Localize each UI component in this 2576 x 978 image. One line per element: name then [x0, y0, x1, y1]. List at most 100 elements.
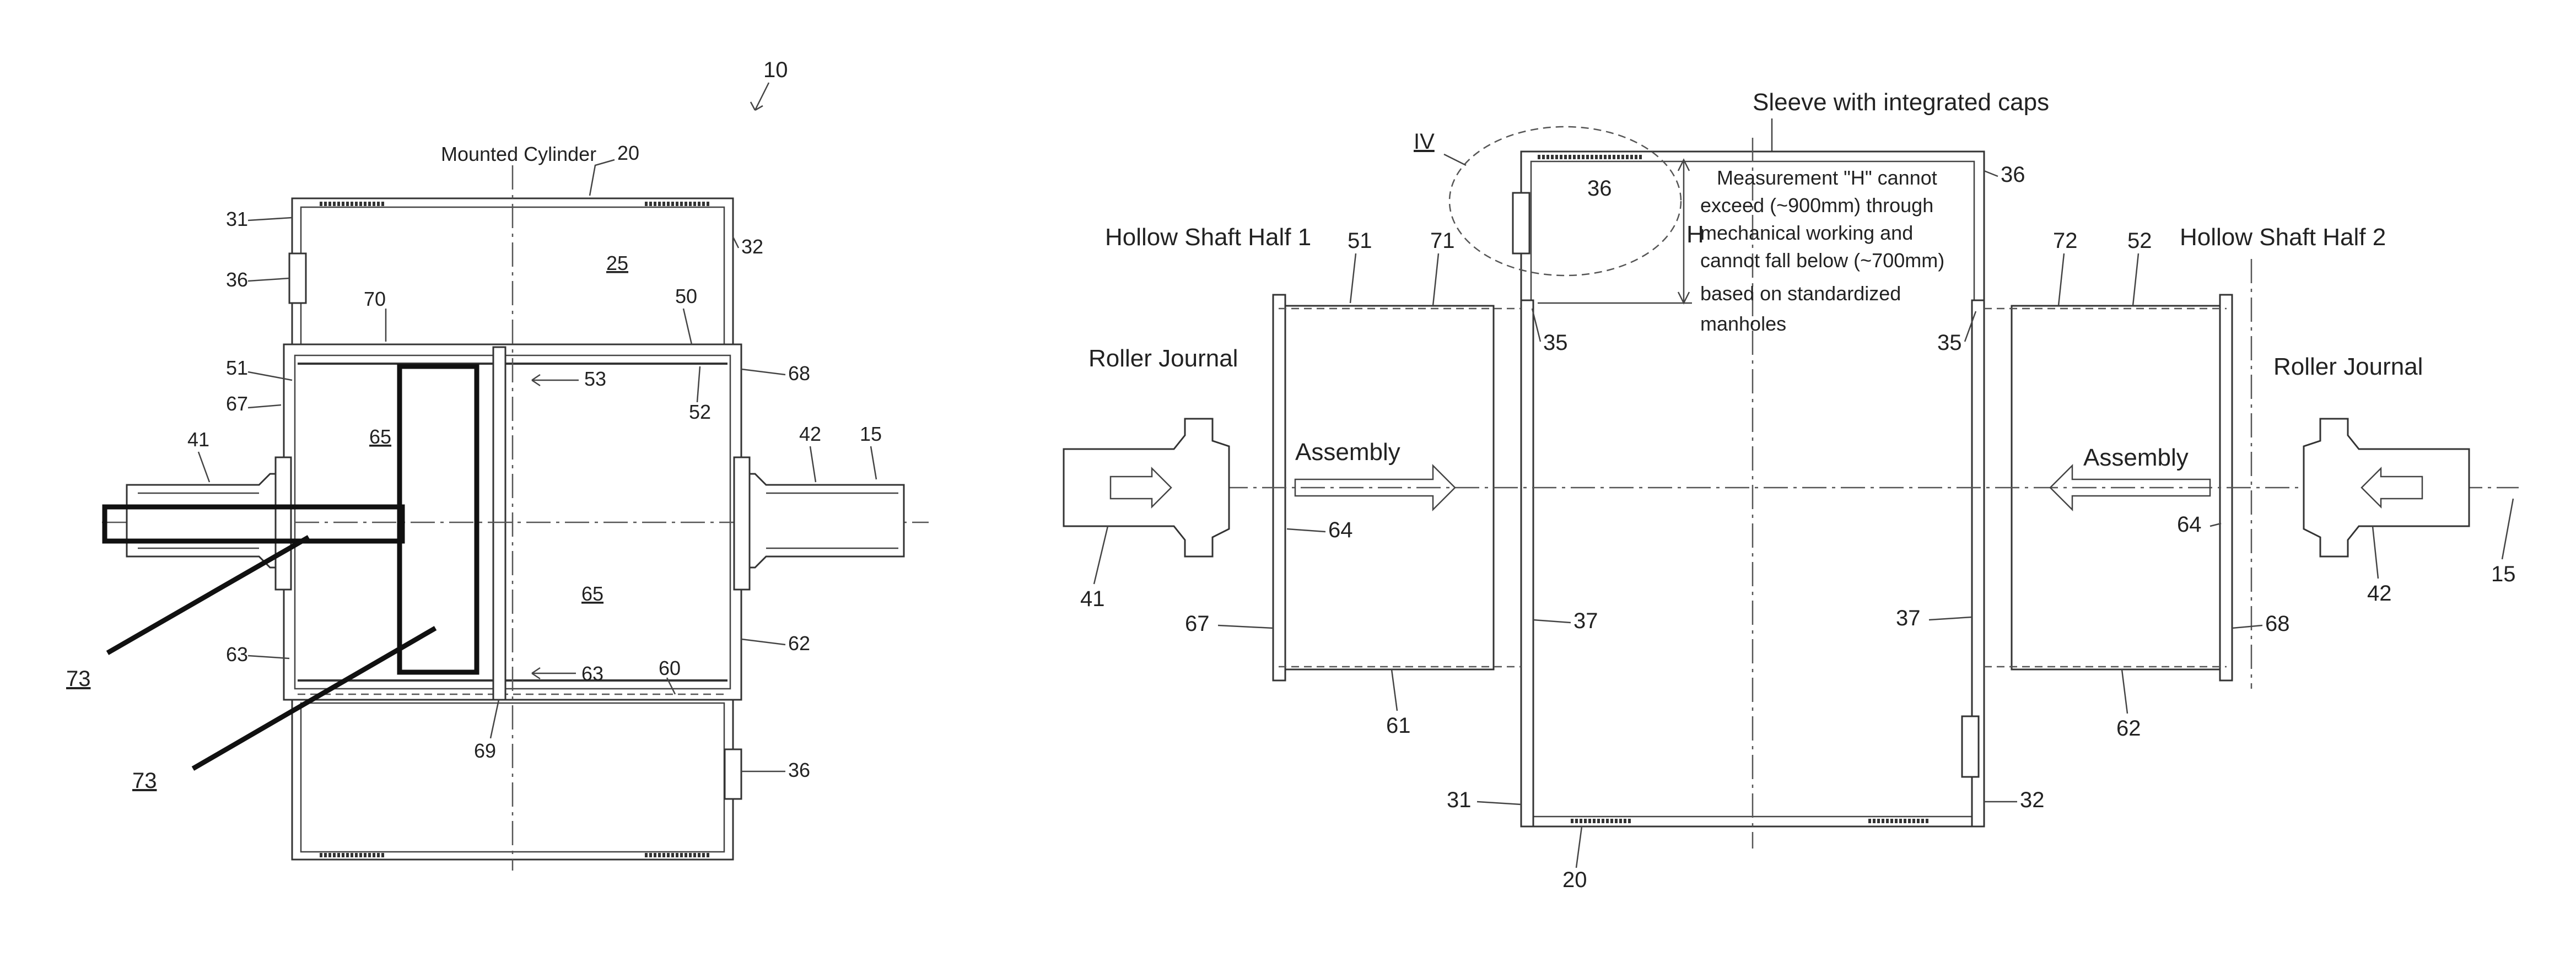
ref-25: 25: [606, 252, 628, 274]
leader-41: [198, 452, 209, 482]
r-leader-42: [2373, 526, 2378, 579]
r-ref-20: 20: [1562, 868, 1587, 892]
ref-73-upper: 73: [66, 667, 91, 691]
ref-36-top: 36: [226, 268, 248, 291]
ref-62: 62: [788, 632, 810, 655]
note-line-1: Measurement "H" cannot: [1717, 166, 1937, 189]
r-ref-37-right: 37: [1896, 606, 1921, 630]
r-ref-51: 51: [1348, 229, 1372, 253]
left-roller-journal: [1064, 419, 1229, 556]
r-leader-61: [1392, 669, 1397, 711]
r-leader-20: [1576, 826, 1582, 868]
screw-bottom: [725, 749, 741, 799]
note-line-5: based on standardized: [1700, 282, 1901, 305]
right-roller-journal: [2304, 419, 2469, 556]
ref-73-lower: 73: [132, 769, 157, 793]
note-line-2: exceed (~900mm) through: [1700, 194, 1933, 217]
lower-screw: [1962, 716, 1979, 777]
shaft-half-1-label: Hollow Shaft Half 1: [1105, 224, 1311, 251]
left-figure: 10 Mounted Cylinder 20: [66, 58, 929, 871]
ref-69: 69: [474, 739, 496, 762]
ref-67: 67: [226, 392, 248, 415]
center-divider: [493, 347, 505, 700]
ref-60: 60: [659, 657, 681, 679]
r-leader-41: [1094, 526, 1108, 584]
r-ref-68: 68: [2265, 612, 2290, 636]
r-ref-41: 41: [1080, 587, 1105, 611]
right-flange: [734, 457, 750, 590]
leader-31: [248, 218, 292, 220]
ref-65-upper: 65: [369, 425, 391, 448]
r-leader-52: [2133, 253, 2138, 306]
ref-32: 32: [741, 235, 763, 258]
figure-ref-arrow: [751, 83, 769, 110]
left-flange: [276, 457, 291, 590]
journal-left-label: Roller Journal: [1088, 345, 1238, 372]
leader-42: [810, 446, 816, 482]
r-ref-36-right: 36: [2001, 163, 2025, 187]
r-ref-61: 61: [1386, 714, 1411, 738]
r-leader-72: [2058, 253, 2064, 306]
r-leader-68: [2232, 625, 2262, 628]
r-ref-35-left: 35: [1543, 331, 1568, 355]
assembly-left-label: Assembly: [1295, 439, 1400, 466]
ref-63-left: 63: [226, 643, 248, 666]
ref-51: 51: [226, 356, 248, 379]
ref-65-lower: 65: [581, 582, 603, 605]
r-leader-15: [2502, 499, 2513, 559]
r-leader-62: [2122, 669, 2127, 714]
ref-42: 42: [799, 423, 821, 445]
ref-63-mid: 63: [581, 662, 603, 685]
screw-top: [289, 253, 306, 303]
r-ref-62: 62: [2116, 716, 2141, 741]
r-ref-64-right: 64: [2177, 512, 2202, 537]
detail-iv-leader: [1444, 154, 1466, 165]
ref-50: 50: [675, 285, 697, 307]
r-ref-42: 42: [2367, 581, 2392, 606]
left-title-ref: 20: [617, 142, 639, 164]
journal-right-label: Roller Journal: [2273, 353, 2423, 380]
shaft-half-2-label: Hollow Shaft Half 2: [2180, 224, 2386, 251]
note-line-6: manholes: [1700, 312, 1786, 335]
leader-36-top: [248, 278, 289, 281]
r-ref-37-left: 37: [1573, 609, 1598, 633]
right-figure: Sleeve with integrated caps: [1064, 89, 2519, 892]
assembly-right-label: Assembly: [2083, 444, 2189, 471]
r-ref-64-left: 64: [1328, 518, 1353, 542]
r-leader-67: [1218, 625, 1273, 628]
leader-68: [741, 369, 785, 375]
leader-62: [741, 639, 785, 645]
ref-15: 15: [860, 423, 882, 445]
right-journal: [750, 474, 904, 568]
leader-67: [248, 405, 281, 408]
r-leader-31: [1477, 802, 1521, 804]
r-ref-72: 72: [2053, 229, 2078, 253]
ref-41: 41: [187, 428, 209, 451]
left-journal: [127, 474, 276, 568]
r-ref-67: 67: [1185, 612, 1210, 636]
r-ref-36-top: 36: [1587, 176, 1612, 201]
r-ref-35-right: 35: [1937, 331, 1962, 355]
r-leader-51: [1350, 253, 1356, 303]
sleeve-label: Sleeve with integrated caps: [1753, 89, 2049, 116]
r-leader-36-right: [1984, 171, 1998, 176]
left-title: Mounted Cylinder: [441, 143, 596, 165]
detail-iv-label: IV: [1414, 129, 1435, 154]
detail-screw: [1513, 193, 1529, 253]
ref-31: 31: [226, 208, 248, 230]
r-leader-71: [1433, 253, 1438, 306]
ref-68: 68: [788, 362, 810, 385]
r-ref-32: 32: [2020, 788, 2045, 812]
note-line-4: cannot fall below (~700mm): [1700, 249, 1944, 272]
left-cap: [1521, 300, 1533, 826]
leader-15: [871, 446, 876, 479]
ref-53: 53: [584, 368, 606, 390]
ref-70: 70: [364, 288, 386, 310]
r-ref-15: 15: [2491, 562, 2516, 586]
r-ref-71: 71: [1430, 229, 1455, 253]
ref-52: 52: [689, 401, 711, 423]
r-ref-52: 52: [2127, 229, 2152, 253]
figure-ref-label: 10: [763, 58, 788, 82]
r-ref-31: 31: [1447, 788, 1472, 812]
